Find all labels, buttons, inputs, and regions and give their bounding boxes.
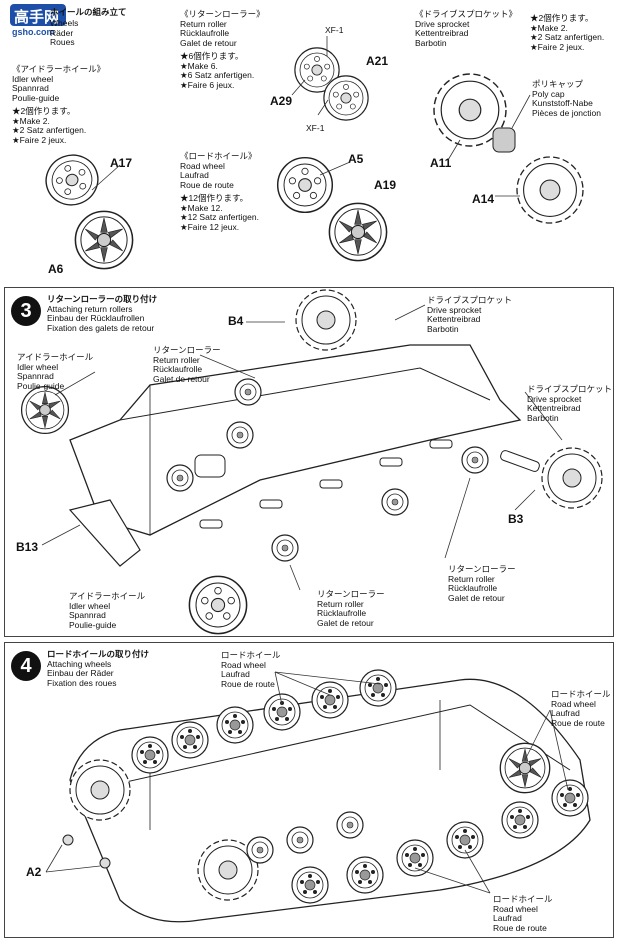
poly-cap-caption: ポリキャップ Poly cap Kunststoff-Nabe Pièces d… bbox=[532, 79, 601, 118]
part-label-b13: B13 bbox=[16, 540, 39, 554]
step-3-idler-bottom-label: アイドラーホイール Idler wheel Spannrad Poulie-gu… bbox=[69, 591, 146, 630]
step-3-drive-right-label: ドライブスプロケット Drive sprocket Kettentreibrad… bbox=[527, 384, 613, 423]
drive-sprocket-caption: 《ドライブスプロケット》 Drive sprocket Kettentreibr… bbox=[415, 9, 518, 48]
part-label-xf1-lower: XF-1 bbox=[306, 123, 325, 133]
part-label-a5: A5 bbox=[348, 152, 364, 166]
watermark-brand: 高手网 bbox=[14, 8, 60, 26]
part-label-a2: A2 bbox=[26, 865, 42, 879]
step-3-return-mid-label: リターンローラー Return roller Rücklaufrolle Gal… bbox=[317, 589, 385, 628]
part-label-a6: A6 bbox=[48, 262, 64, 276]
step-3-return-right-label: リターンローラー Return roller Rücklaufrolle Gal… bbox=[448, 564, 516, 603]
part-label-a11: A11 bbox=[430, 156, 452, 170]
part-label-b3: B3 bbox=[508, 512, 524, 526]
step-4-heading: ロードホイールの取り付け Attaching wheels Einbau der… bbox=[47, 649, 150, 688]
idler-wheel-caption: 《アイドラーホイール》 Idler wheel Spannrad Poulie-… bbox=[12, 64, 106, 145]
step-3-drive-top-label: ドライブスプロケット Drive sprocket Kettentreibrad… bbox=[427, 295, 513, 334]
part-label-a29: A29 bbox=[270, 94, 293, 108]
part-label-a17: A17 bbox=[110, 156, 133, 170]
drive-sprocket-qty: ★2個作ります。 ★Make 2. ★2 Satz anfertigen. ★F… bbox=[530, 13, 605, 52]
wheels-title: ホイールの組み立て bbox=[50, 7, 127, 17]
part-label-b4: B4 bbox=[228, 314, 244, 328]
road-wheel-caption: 《ロードホイール》 Road wheel Laufrad Roue de rou… bbox=[180, 151, 259, 232]
step-4-panel bbox=[4, 642, 614, 938]
watermark-url: gsho.com bbox=[12, 27, 55, 37]
step-3-panel bbox=[4, 287, 614, 637]
step-3-heading: リターンローラーの取り付け Attaching return rollers E… bbox=[47, 294, 158, 333]
wheels-names: Wheels Räder Roues bbox=[50, 18, 79, 47]
step-4-number: 4 bbox=[11, 651, 41, 681]
return-roller-caption: 《リターンローラー》 Return roller Rücklaufrolle G… bbox=[180, 9, 265, 90]
part-label-xf1-upper: XF-1 bbox=[325, 25, 344, 35]
part-label-a19: A19 bbox=[374, 178, 397, 192]
watermark-logo: 高手网 gsho.com bbox=[6, 4, 70, 40]
step-3-number: 3 bbox=[11, 296, 41, 326]
step-3-return-top-label: リターンローラー Return roller Rücklaufrolle Gal… bbox=[153, 345, 221, 384]
step-4-road-bottom-label: ロードホイール Road wheel Laufrad Roue de route bbox=[493, 894, 553, 933]
step-3-idler-label: アイドラーホイール Idler wheel Spannrad Poulie-gu… bbox=[17, 352, 94, 391]
part-label-a14: A14 bbox=[472, 192, 495, 206]
step-4-road-right-label: ロードホイール Road wheel Laufrad Roue de route bbox=[551, 689, 611, 728]
part-label-a21: A21 bbox=[366, 54, 389, 68]
step-4-road-top-label: ロードホイール Road wheel Laufrad Roue de route bbox=[221, 650, 281, 689]
